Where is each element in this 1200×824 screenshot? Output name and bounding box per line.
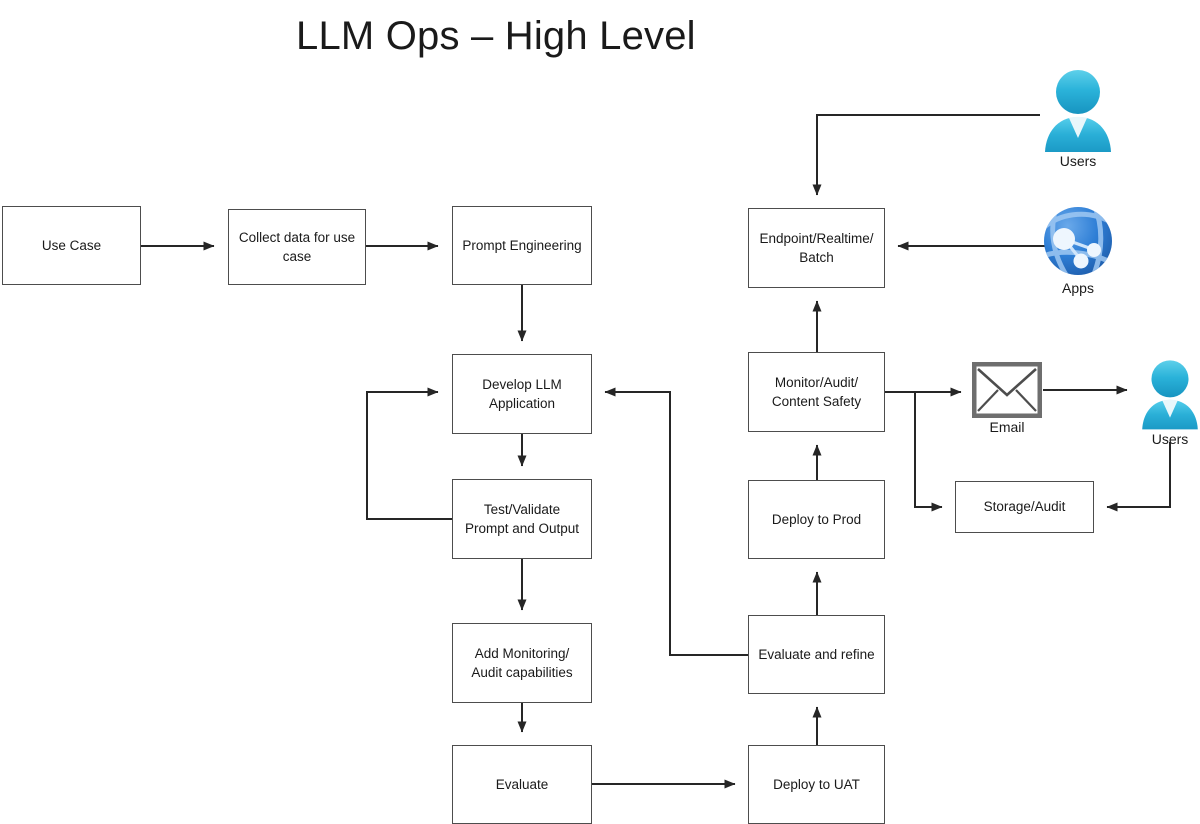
user-icon: [1045, 70, 1111, 152]
icon-group-apps[interactable]: Apps: [1042, 205, 1114, 296]
edge-test-validate-feedback-to-develop-llm: [366, 387, 452, 520]
node-use-case[interactable]: Use Case: [2, 206, 141, 285]
edge-monitor-audit-to-storage-audit: [914, 392, 943, 512]
node-label: Evaluate and refine: [758, 646, 875, 662]
icon-caption: Apps: [1062, 280, 1094, 296]
node-deploy-to-prod[interactable]: Deploy to Prod: [748, 480, 885, 559]
node-develop-llm-application[interactable]: Develop LLM Application: [452, 354, 592, 434]
node-deploy-to-uat[interactable]: Deploy to UAT: [748, 745, 885, 824]
node-add-monitoring[interactable]: Add Monitoring/ Audit capabilities: [452, 623, 592, 703]
node-label: Evaluate: [495, 776, 549, 792]
page-title: LLM Ops – High Level: [296, 14, 696, 58]
node-label: Endpoint/Realtime/ Batch: [759, 230, 874, 265]
node-storage-audit[interactable]: Storage/Audit: [955, 481, 1094, 533]
node-collect-data[interactable]: Collect data for use case: [228, 209, 366, 285]
node-label: Test/Validate Prompt and Output: [464, 501, 580, 536]
node-evaluate[interactable]: Evaluate: [452, 745, 592, 824]
node-prompt-engineering[interactable]: Prompt Engineering: [452, 206, 592, 285]
node-label: Use Case: [41, 237, 102, 253]
node-label: Collect data for use case: [238, 229, 356, 264]
icon-caption: Users: [1151, 431, 1189, 447]
globe-network-icon: [1044, 207, 1112, 275]
edge-evaluate-refine-feedback-to-develop-llm: [604, 387, 748, 656]
node-test-validate[interactable]: Test/Validate Prompt and Output: [452, 479, 592, 559]
edge-users-top-to-endpoint: [812, 114, 1040, 196]
node-endpoint-realtime-batch[interactable]: Endpoint/Realtime/ Batch: [748, 208, 885, 288]
icon-group-users-right[interactable]: Users: [1138, 358, 1200, 447]
node-label: Storage/Audit: [983, 499, 1066, 515]
node-label: Deploy to UAT: [773, 776, 860, 792]
user-icon: [1142, 360, 1198, 430]
icon-caption: Users: [1059, 153, 1097, 169]
icon-caption: Email: [989, 419, 1025, 435]
node-label: Deploy to Prod: [771, 511, 862, 527]
node-evaluate-and-refine[interactable]: Evaluate and refine: [748, 615, 885, 694]
node-monitor-audit-content-safety[interactable]: Monitor/Audit/ Content Safety: [748, 352, 885, 432]
envelope-icon: [972, 362, 1042, 418]
icon-group-users-top[interactable]: Users: [1040, 68, 1116, 169]
node-label: Add Monitoring/ Audit capabilities: [471, 645, 573, 680]
edge-users-right-to-storage-audit: [1106, 442, 1171, 512]
icon-group-email[interactable]: Email: [972, 362, 1042, 435]
node-label: Develop LLM Application: [482, 376, 562, 411]
node-label: Prompt Engineering: [462, 237, 582, 253]
node-label: Monitor/Audit/ Content Safety: [771, 374, 862, 409]
